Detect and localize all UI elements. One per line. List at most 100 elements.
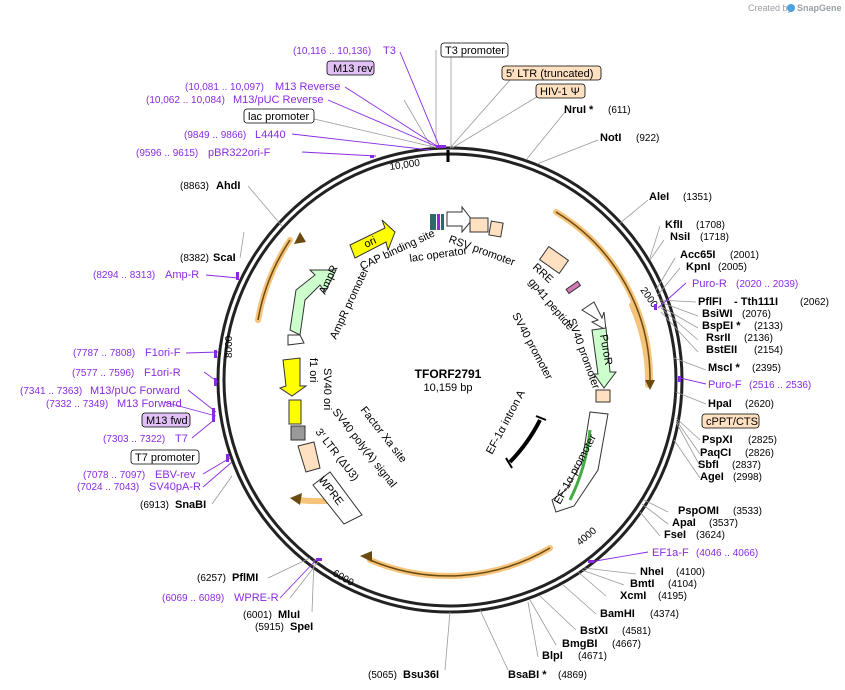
enzyme-paqci[interactable]: PaqCI — [700, 447, 731, 459]
t7-promoter-box[interactable] — [130, 449, 200, 465]
primer-m13puc-reverse[interactable]: M13/pUC Reverse — [233, 94, 323, 106]
lac-promoter-label: lac promoter — [248, 111, 309, 123]
enzyme-bsiwi[interactable]: BsiWI — [702, 308, 733, 320]
primer-f1ori-r[interactable]: F1ori-R — [144, 367, 181, 379]
primer-ef1a-f[interactable]: EF1a-F — [652, 547, 689, 559]
primer-puro-r[interactable]: Puro-R — [692, 278, 727, 290]
primer-pbr322ori[interactable]: pBR322ori-F — [208, 147, 271, 159]
enzyme-pflmi-pos: (6257) — [197, 573, 226, 584]
lac-promoter-box[interactable] — [243, 108, 315, 124]
factor-xa-feature — [290, 425, 306, 441]
rre-feature — [538, 245, 570, 275]
enzyme-sbfi[interactable]: SbfI — [698, 459, 719, 471]
primer-wpre-r[interactable]: WPRE-R — [234, 592, 279, 604]
enzyme-apai-pos: (3537) — [709, 518, 738, 529]
cppt-feature — [595, 389, 611, 403]
enzyme-spei[interactable]: SpeI — [290, 621, 313, 633]
enzyme-bsu36i[interactable]: Bsu36I — [403, 669, 439, 681]
enzyme-kpni[interactable]: KpnI — [686, 261, 710, 273]
enzyme-nrui-pos: (611) — [608, 105, 631, 116]
m13-rev-box[interactable] — [326, 60, 375, 76]
enzyme-bstxi[interactable]: BstXI — [580, 625, 608, 637]
primer-ebv-rev[interactable]: EBV-rev — [155, 469, 196, 481]
enzyme-agei[interactable]: AgeI — [700, 471, 724, 483]
enzyme-bsteii[interactable]: BstEII — [706, 344, 737, 356]
enzyme-alei[interactable]: AleI — [649, 191, 669, 203]
enzyme-hpai[interactable]: HpaI — [708, 398, 732, 410]
primer-m13puc-reverse-pos: (10,062 .. 10,084) — [146, 95, 225, 106]
enzyme-mlui[interactable]: MluI — [278, 609, 300, 621]
enzyme-nrui[interactable]: NruI * — [564, 104, 594, 116]
ef1a-intron-cap-b — [505, 457, 513, 469]
primer-f1ori-f[interactable]: F1ori-F — [145, 347, 181, 359]
plasmid-length: 10,159 bp — [424, 382, 473, 394]
m13-fwd-box[interactable] — [141, 412, 191, 428]
t3-promoter-box[interactable] — [440, 42, 509, 58]
ampr-promoter-feature — [287, 334, 305, 346]
hiv-label: HIV-1 Ψ — [540, 86, 580, 98]
enzyme-bmti[interactable]: BmtI — [630, 578, 654, 590]
enzyme-bsabi[interactable]: BsaBI * — [508, 669, 547, 681]
primer-ampr[interactable]: Amp-R — [165, 269, 199, 281]
sv40-ori-feature — [288, 399, 302, 425]
enzyme-kfli-pos: (1708) — [696, 220, 725, 231]
ltr3-feature — [297, 441, 321, 473]
enzyme-scai[interactable]: ScaI — [213, 252, 236, 264]
primer-m13-forward[interactable]: M13 Forward — [117, 398, 182, 410]
cppt-box[interactable] — [701, 413, 760, 429]
enzyme-msci-pos: (2395) — [752, 363, 781, 374]
enzyme-nhei[interactable]: NheI — [640, 566, 664, 578]
primer-m13-reverse[interactable]: M13 Reverse — [275, 81, 340, 93]
enzyme-tth111i[interactable]: - Tth111I — [734, 296, 778, 308]
primer-m13puc-forward[interactable]: M13/pUC Forward — [90, 385, 180, 397]
enzyme-bmgbi-pos: (4667) — [612, 639, 641, 650]
f1-ori-label: f1 ori — [307, 358, 319, 382]
primers: (10,116 .. 10,136) T3 (10,081 .. 10,097)… — [20, 45, 811, 604]
enzyme-rsrii[interactable]: RsrII — [706, 332, 730, 344]
enzyme-apai[interactable]: ApaI — [672, 517, 696, 529]
ef1a-intron-cap-a — [535, 415, 547, 421]
enzyme-fsei[interactable]: FseI — [664, 529, 686, 541]
enzyme-pspxi[interactable]: PspXI — [702, 434, 733, 446]
m13-fwd-label: M13 fwd — [146, 415, 188, 427]
ltr5-feature — [469, 217, 489, 233]
enzyme-ahdi[interactable]: AhdI — [216, 180, 240, 192]
enzyme-snabi[interactable]: SnaBI — [175, 499, 206, 511]
enzyme-blpi[interactable]: BlpI — [542, 650, 563, 662]
enzyme-bsabi-pos: (4869) — [558, 670, 587, 681]
ltr5-box[interactable] — [501, 65, 602, 81]
primer-l4440[interactable]: L4440 — [255, 129, 286, 141]
enzyme-bmgbi[interactable]: BmgBI — [562, 638, 597, 650]
lac-operator-feature — [437, 214, 440, 230]
primer-puro-f[interactable]: Puro-F — [708, 379, 742, 391]
ampr-feature — [289, 269, 337, 336]
enzyme-bamhi[interactable]: BamHI — [600, 608, 635, 620]
hiv-box[interactable] — [535, 83, 586, 99]
lac-promoter-mark — [441, 214, 444, 230]
enzyme-scai-pos: (8382) — [180, 253, 209, 264]
enzyme-pflfi[interactable]: PflFI — [698, 296, 722, 308]
enzyme-xcmi[interactable]: XcmI — [620, 590, 646, 602]
enzyme-xcmi-pos: (4195) — [658, 591, 687, 602]
enzyme-msci[interactable]: MscI * — [708, 362, 741, 374]
primer-t3[interactable]: T3 — [383, 45, 396, 57]
enzyme-noti[interactable]: NotI — [600, 132, 621, 144]
enzyme-kpni-pos: (2005) — [718, 262, 747, 273]
backbone-inner-ring — [222, 152, 678, 608]
enzyme-nsii[interactable]: NsiI — [670, 231, 690, 243]
primer-sv40pa-r-pos: (7024 .. 7043) — [77, 482, 139, 493]
primer-ebv-rev-pos: (7078 .. 7097) — [83, 470, 145, 481]
watermark-brand: SnapGene — [797, 3, 842, 13]
enzyme-bstxi-pos: (4581) — [622, 626, 651, 637]
enzyme-acc65i[interactable]: Acc65I — [680, 249, 715, 261]
primer-t3-pos: (10,116 .. 10,136) — [293, 46, 371, 57]
enzyme-kfli[interactable]: KflI — [665, 219, 683, 231]
primer-sv40pa-r[interactable]: SV40pA-R — [149, 481, 201, 493]
tick-4000: 4000 — [575, 525, 599, 548]
enzyme-noti-pos: (922) — [636, 133, 659, 144]
primer-t7[interactable]: T7 — [175, 433, 188, 445]
enzyme-pflmi[interactable]: PflMI — [232, 572, 258, 584]
enzyme-pspomi[interactable]: PspOMI — [678, 505, 719, 517]
t3-promoter-label: T3 promoter — [445, 45, 505, 57]
enzyme-bspei[interactable]: BspEI * — [702, 320, 741, 332]
